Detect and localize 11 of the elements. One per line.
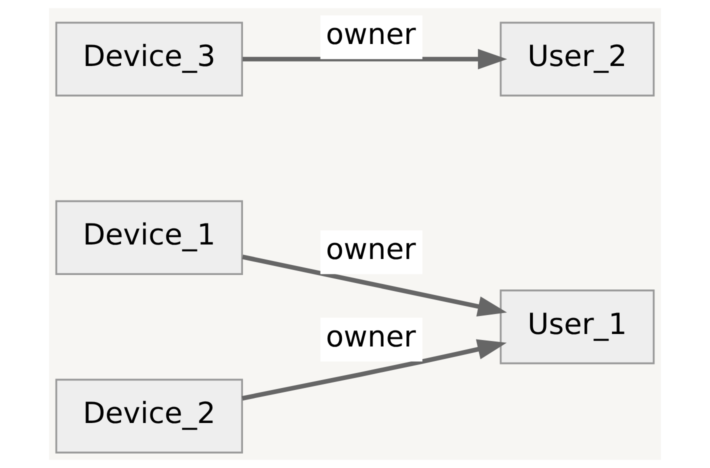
edge-label: owner bbox=[326, 320, 416, 354]
edge-label: owner bbox=[326, 17, 416, 52]
node-box: Device_2 bbox=[55, 378, 243, 454]
node-box: User_1 bbox=[500, 290, 655, 364]
node-box: User_2 bbox=[500, 22, 655, 96]
edge-label: owner bbox=[326, 232, 416, 266]
node-box: Device_1 bbox=[55, 200, 243, 275]
arrow bbox=[242, 48, 508, 70]
node-box: Device_3 bbox=[55, 22, 243, 96]
arrow bbox=[242, 339, 507, 401]
arrow bbox=[242, 254, 507, 316]
